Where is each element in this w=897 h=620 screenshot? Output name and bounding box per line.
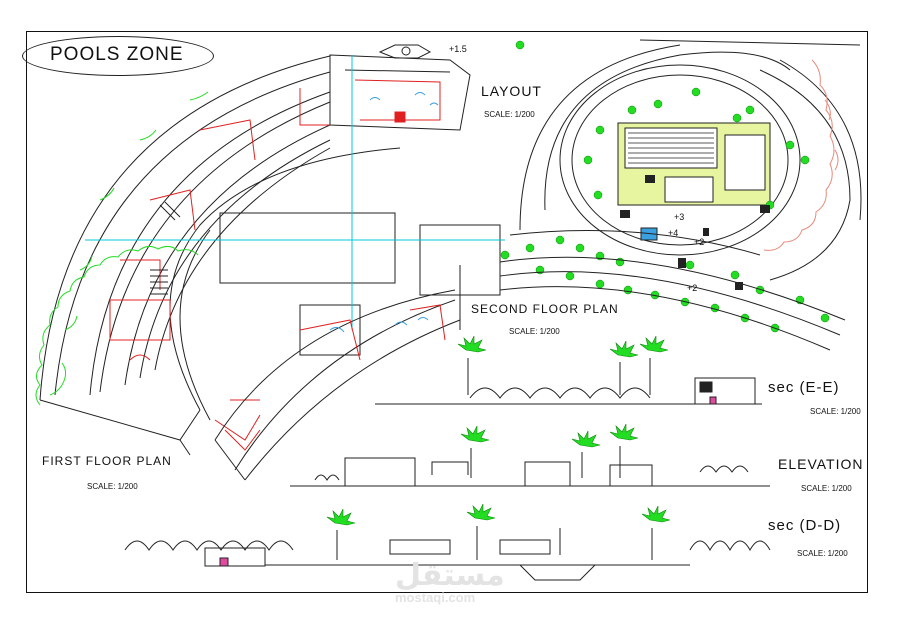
layout-label: LAYOUT [481,83,542,99]
second-floor-plan-label: SECOND FLOOR PLAN [471,302,619,316]
first-floor-walls [109,88,330,441]
arena-blocks [219,212,501,356]
axis-lines [85,55,505,330]
elevation-drawing [290,457,770,487]
first-floor-plan-label: FIRST FLOOR PLAN [42,454,172,468]
watermark-arabic: مستقل [395,558,505,593]
second-floor-scale: SCALE: 1/200 [509,327,560,336]
layout-pool [617,122,771,241]
level-mark-entry: +2 [694,237,705,247]
second-floor-walls-upper [354,79,441,123]
sheet-title: POOLS ZONE [50,44,184,65]
title-oval [22,36,214,76]
first-floor-stairs [150,201,181,295]
landscape-trees-left [35,91,209,406]
level-mark-path: +2 [687,283,698,293]
layout-salmon-trees [763,59,839,251]
section-dd-label: sec (D-D) [768,517,842,534]
second-floor-blue [369,92,439,106]
watermark-latin: mostaqi.com [395,590,476,605]
palm-trees [326,335,671,526]
elevation-scale: SCALE: 1/200 [801,484,852,493]
section-ee-drawing [375,377,762,405]
level-mark-upper: +1.5 [449,44,467,54]
palm-trunks [336,358,653,560]
first-floor-scale: SCALE: 1/200 [87,482,138,491]
second-floor-blue-lower [329,317,429,333]
second-floor-walls-lower [224,304,446,451]
level-mark-terrace: +4 [668,228,679,238]
section-dd-drawing [124,528,771,581]
second-floor-plan-lower [214,265,461,481]
elevation-label: ELEVATION [778,456,864,472]
layout-black-blocks [620,175,770,290]
layout-site-plan [519,39,862,281]
level-mark-pool-deck: +3 [674,212,685,222]
section-ee-label: sec (E-E) [768,379,840,396]
layout-scale: SCALE: 1/200 [484,110,535,119]
layout-paths [499,230,846,351]
section-ee-scale: SCALE: 1/200 [810,407,861,416]
section-dd-scale: SCALE: 1/200 [797,549,848,558]
second-floor-plan-upper [329,44,471,131]
